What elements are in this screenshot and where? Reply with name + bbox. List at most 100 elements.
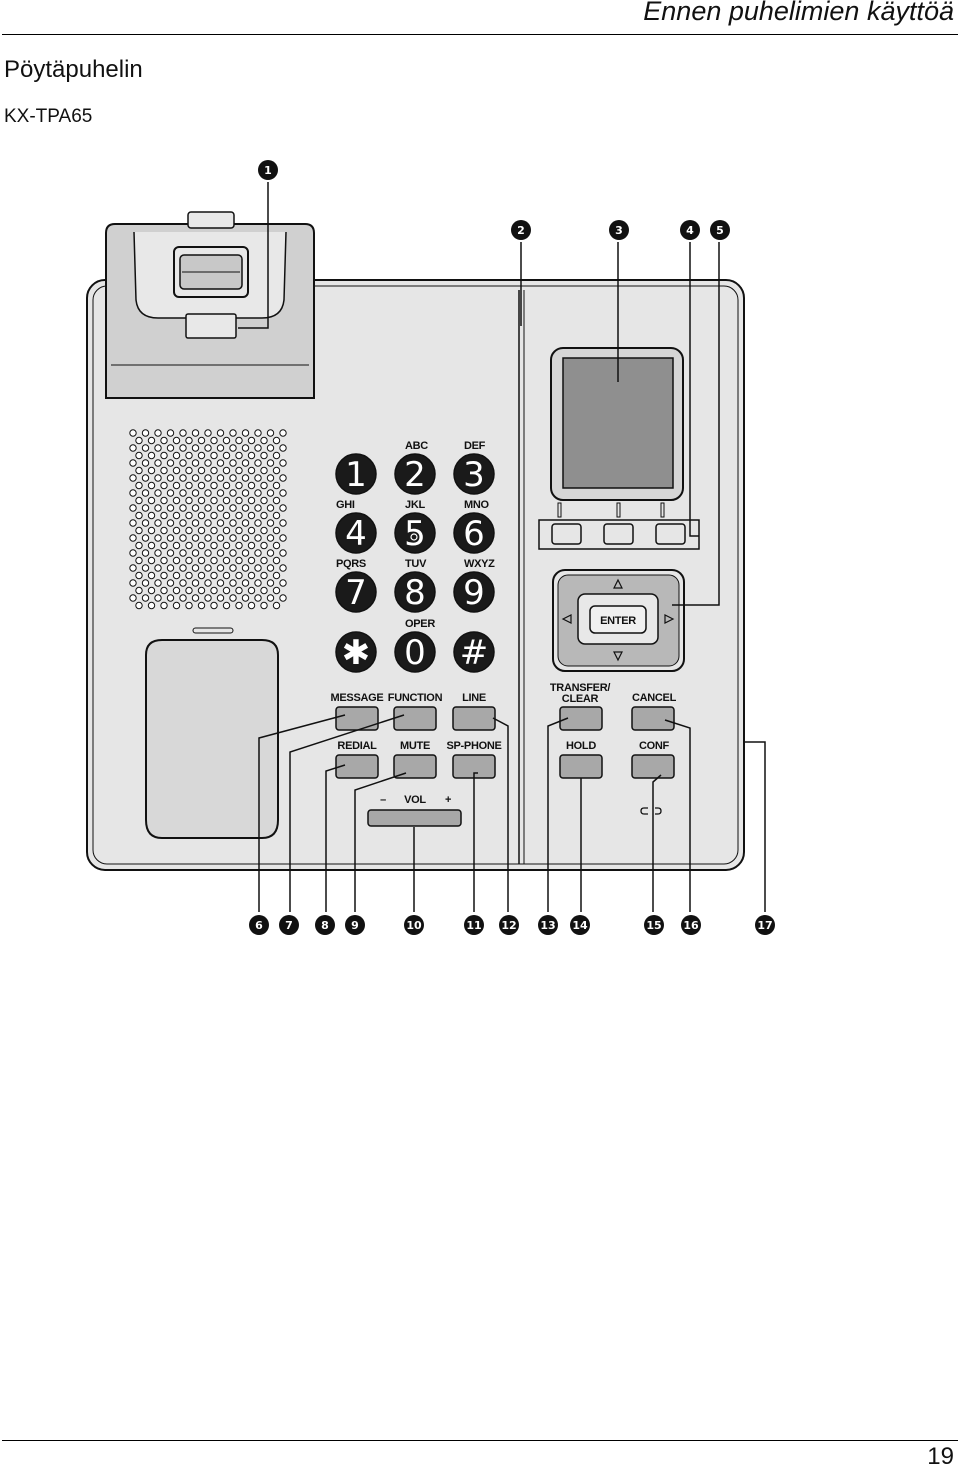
speaker-hole xyxy=(172,526,181,535)
speaker-hole xyxy=(216,474,225,482)
speaker-hole xyxy=(191,474,200,482)
conf-button[interactable] xyxy=(631,754,675,779)
keypad-key-1[interactable]: 1 xyxy=(335,453,377,495)
speaker-hole xyxy=(191,519,200,527)
keypad-key-cap[interactable] xyxy=(453,571,495,613)
line-button[interactable] xyxy=(452,706,496,731)
callout-number: 4 xyxy=(686,224,694,237)
redial-button-group: REDIAL xyxy=(335,740,379,779)
callout-number: 7 xyxy=(285,919,293,932)
speaker-hole xyxy=(247,511,256,520)
keypad-letters: ABC xyxy=(405,440,428,452)
speaker-hole xyxy=(222,586,231,595)
redial-button[interactable] xyxy=(335,754,379,779)
speaker-hole xyxy=(279,474,287,482)
cancel-button[interactable] xyxy=(631,706,675,731)
keypad-key-cap[interactable] xyxy=(335,512,377,554)
speaker-hole xyxy=(191,564,200,572)
keypad-key-cap[interactable] xyxy=(335,453,377,495)
keypad-key-cap[interactable] xyxy=(394,453,436,495)
soft-key-1[interactable] xyxy=(551,523,582,545)
speaker-hole xyxy=(247,541,256,550)
speaker-hole xyxy=(222,556,231,565)
speaker-hole xyxy=(254,444,262,452)
speaker-hole xyxy=(247,556,256,565)
speaker-hole xyxy=(191,504,200,512)
sp-phone-button-group: SP-PHONE xyxy=(446,740,502,779)
speaker-hole xyxy=(160,481,168,490)
function-button-group: FUNCTION xyxy=(388,692,443,731)
keypad-digit: 3 xyxy=(463,455,485,495)
speaker-hole xyxy=(260,586,268,595)
speaker-hole xyxy=(129,504,137,512)
keypad-key-cap[interactable] xyxy=(335,631,377,673)
keypad-key-cap[interactable] xyxy=(453,512,495,554)
speaker-hole xyxy=(172,511,181,520)
keypad-key-cap[interactable] xyxy=(394,631,436,673)
keypad-key-10[interactable]: ✱ xyxy=(335,631,377,673)
callout-disc xyxy=(345,915,365,935)
transfer-clear-button[interactable] xyxy=(559,706,603,731)
redial-label: REDIAL xyxy=(337,740,377,752)
keypad-key-cap[interactable] xyxy=(453,631,495,673)
speaker-hole xyxy=(197,586,206,595)
speaker-hole xyxy=(179,519,187,527)
speaker-hole xyxy=(147,526,156,535)
speaker-hole xyxy=(266,429,275,437)
speaker-hole xyxy=(204,534,212,542)
line-button-group: LINE xyxy=(452,692,496,731)
hold-button[interactable] xyxy=(559,754,603,779)
speaker-hole xyxy=(141,459,150,467)
keypad-key-cap[interactable] xyxy=(394,512,436,554)
speaker-hole xyxy=(147,496,156,505)
keypad-key-cap[interactable] xyxy=(394,571,436,613)
function-button[interactable] xyxy=(393,706,437,731)
keypad-key-cap[interactable] xyxy=(335,571,377,613)
speaker-hole xyxy=(147,436,156,445)
speaker-hole xyxy=(241,564,250,572)
speaker-hole xyxy=(279,564,287,572)
soft-key-3[interactable] xyxy=(655,523,686,545)
callout-leader-lines xyxy=(238,182,766,912)
speaker-hole xyxy=(129,429,137,437)
speaker-hole xyxy=(141,549,150,557)
speaker-hole xyxy=(254,504,262,512)
speaker-hole xyxy=(147,586,156,595)
speaker-hole xyxy=(272,571,281,580)
keypad-key-cap[interactable] xyxy=(453,453,495,495)
speaker-hole xyxy=(247,601,256,610)
callout-number: 17 xyxy=(757,919,772,932)
speaker-hole xyxy=(247,496,256,505)
callout-number: 5 xyxy=(716,224,724,237)
message-button[interactable] xyxy=(335,706,379,731)
speaker-hole xyxy=(179,579,187,587)
callout-disc xyxy=(279,915,299,935)
speaker-hole xyxy=(154,504,162,512)
soft-key-2[interactable] xyxy=(603,523,634,545)
speaker-hole xyxy=(272,586,281,595)
callout-disc xyxy=(258,160,278,180)
keypad-key-12[interactable]: # xyxy=(453,631,495,673)
speaker-hole xyxy=(272,556,281,565)
speaker-hole xyxy=(254,564,262,572)
callout-12: 12 xyxy=(499,915,519,935)
speaker-hole xyxy=(185,556,193,565)
handset-rest xyxy=(145,639,279,839)
footer-rule xyxy=(2,1440,958,1441)
speaker-hole xyxy=(266,594,275,602)
volume-key[interactable] xyxy=(367,809,462,827)
speaker-hole xyxy=(260,451,268,460)
mute-button[interactable] xyxy=(393,754,437,779)
speaker-hole xyxy=(135,526,143,535)
callout-disc xyxy=(609,220,629,240)
speaker-hole xyxy=(272,511,281,520)
hold-label: HOLD xyxy=(566,740,596,752)
